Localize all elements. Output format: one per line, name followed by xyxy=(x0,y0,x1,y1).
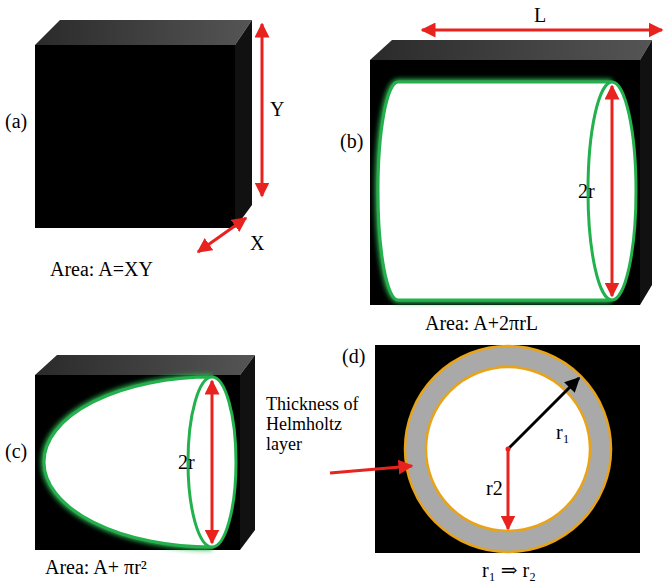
hemisphere-cavity xyxy=(44,377,236,547)
dimension-arrow xyxy=(261,24,264,196)
dimension-label: X xyxy=(250,232,264,254)
callout-note: Thickness of Helmholtz layer xyxy=(266,395,378,454)
dimension-label: 2r xyxy=(578,180,595,202)
radius-arrow xyxy=(508,378,579,449)
cube-b xyxy=(370,40,652,305)
area-formula: Area: A=XY xyxy=(50,258,153,280)
dimension-label: 2r xyxy=(178,451,195,473)
relation-label: r₁ ⇒ r₂ xyxy=(482,559,536,581)
area-formula: Area: A+2πrL xyxy=(425,312,538,334)
dimension-label: L xyxy=(534,4,546,26)
leader-arrow xyxy=(330,466,412,473)
panel-letter: (b) xyxy=(340,130,363,152)
cylinder-cavity xyxy=(378,82,636,300)
radius-label: r₁ xyxy=(556,421,570,443)
dimension-arrow xyxy=(422,29,662,32)
radius-label: r2 xyxy=(486,477,503,499)
center-dot xyxy=(506,447,511,452)
panel-letter: (c) xyxy=(5,440,27,462)
electrode-block xyxy=(375,345,640,553)
pore-interior xyxy=(426,367,590,531)
radius-arrow xyxy=(507,449,510,529)
dimension-arrow xyxy=(611,86,614,296)
panel-letter: (d) xyxy=(342,345,365,367)
panel-letter: (a) xyxy=(5,110,27,132)
cube-a xyxy=(35,20,252,228)
cube-c xyxy=(35,355,255,550)
dimension-label: Y xyxy=(270,98,284,120)
helmholtz-ring xyxy=(405,346,611,552)
dimension-arrow xyxy=(211,381,214,543)
area-formula: Area: A+ πr² xyxy=(45,556,147,578)
dimension-arrow xyxy=(198,218,246,252)
